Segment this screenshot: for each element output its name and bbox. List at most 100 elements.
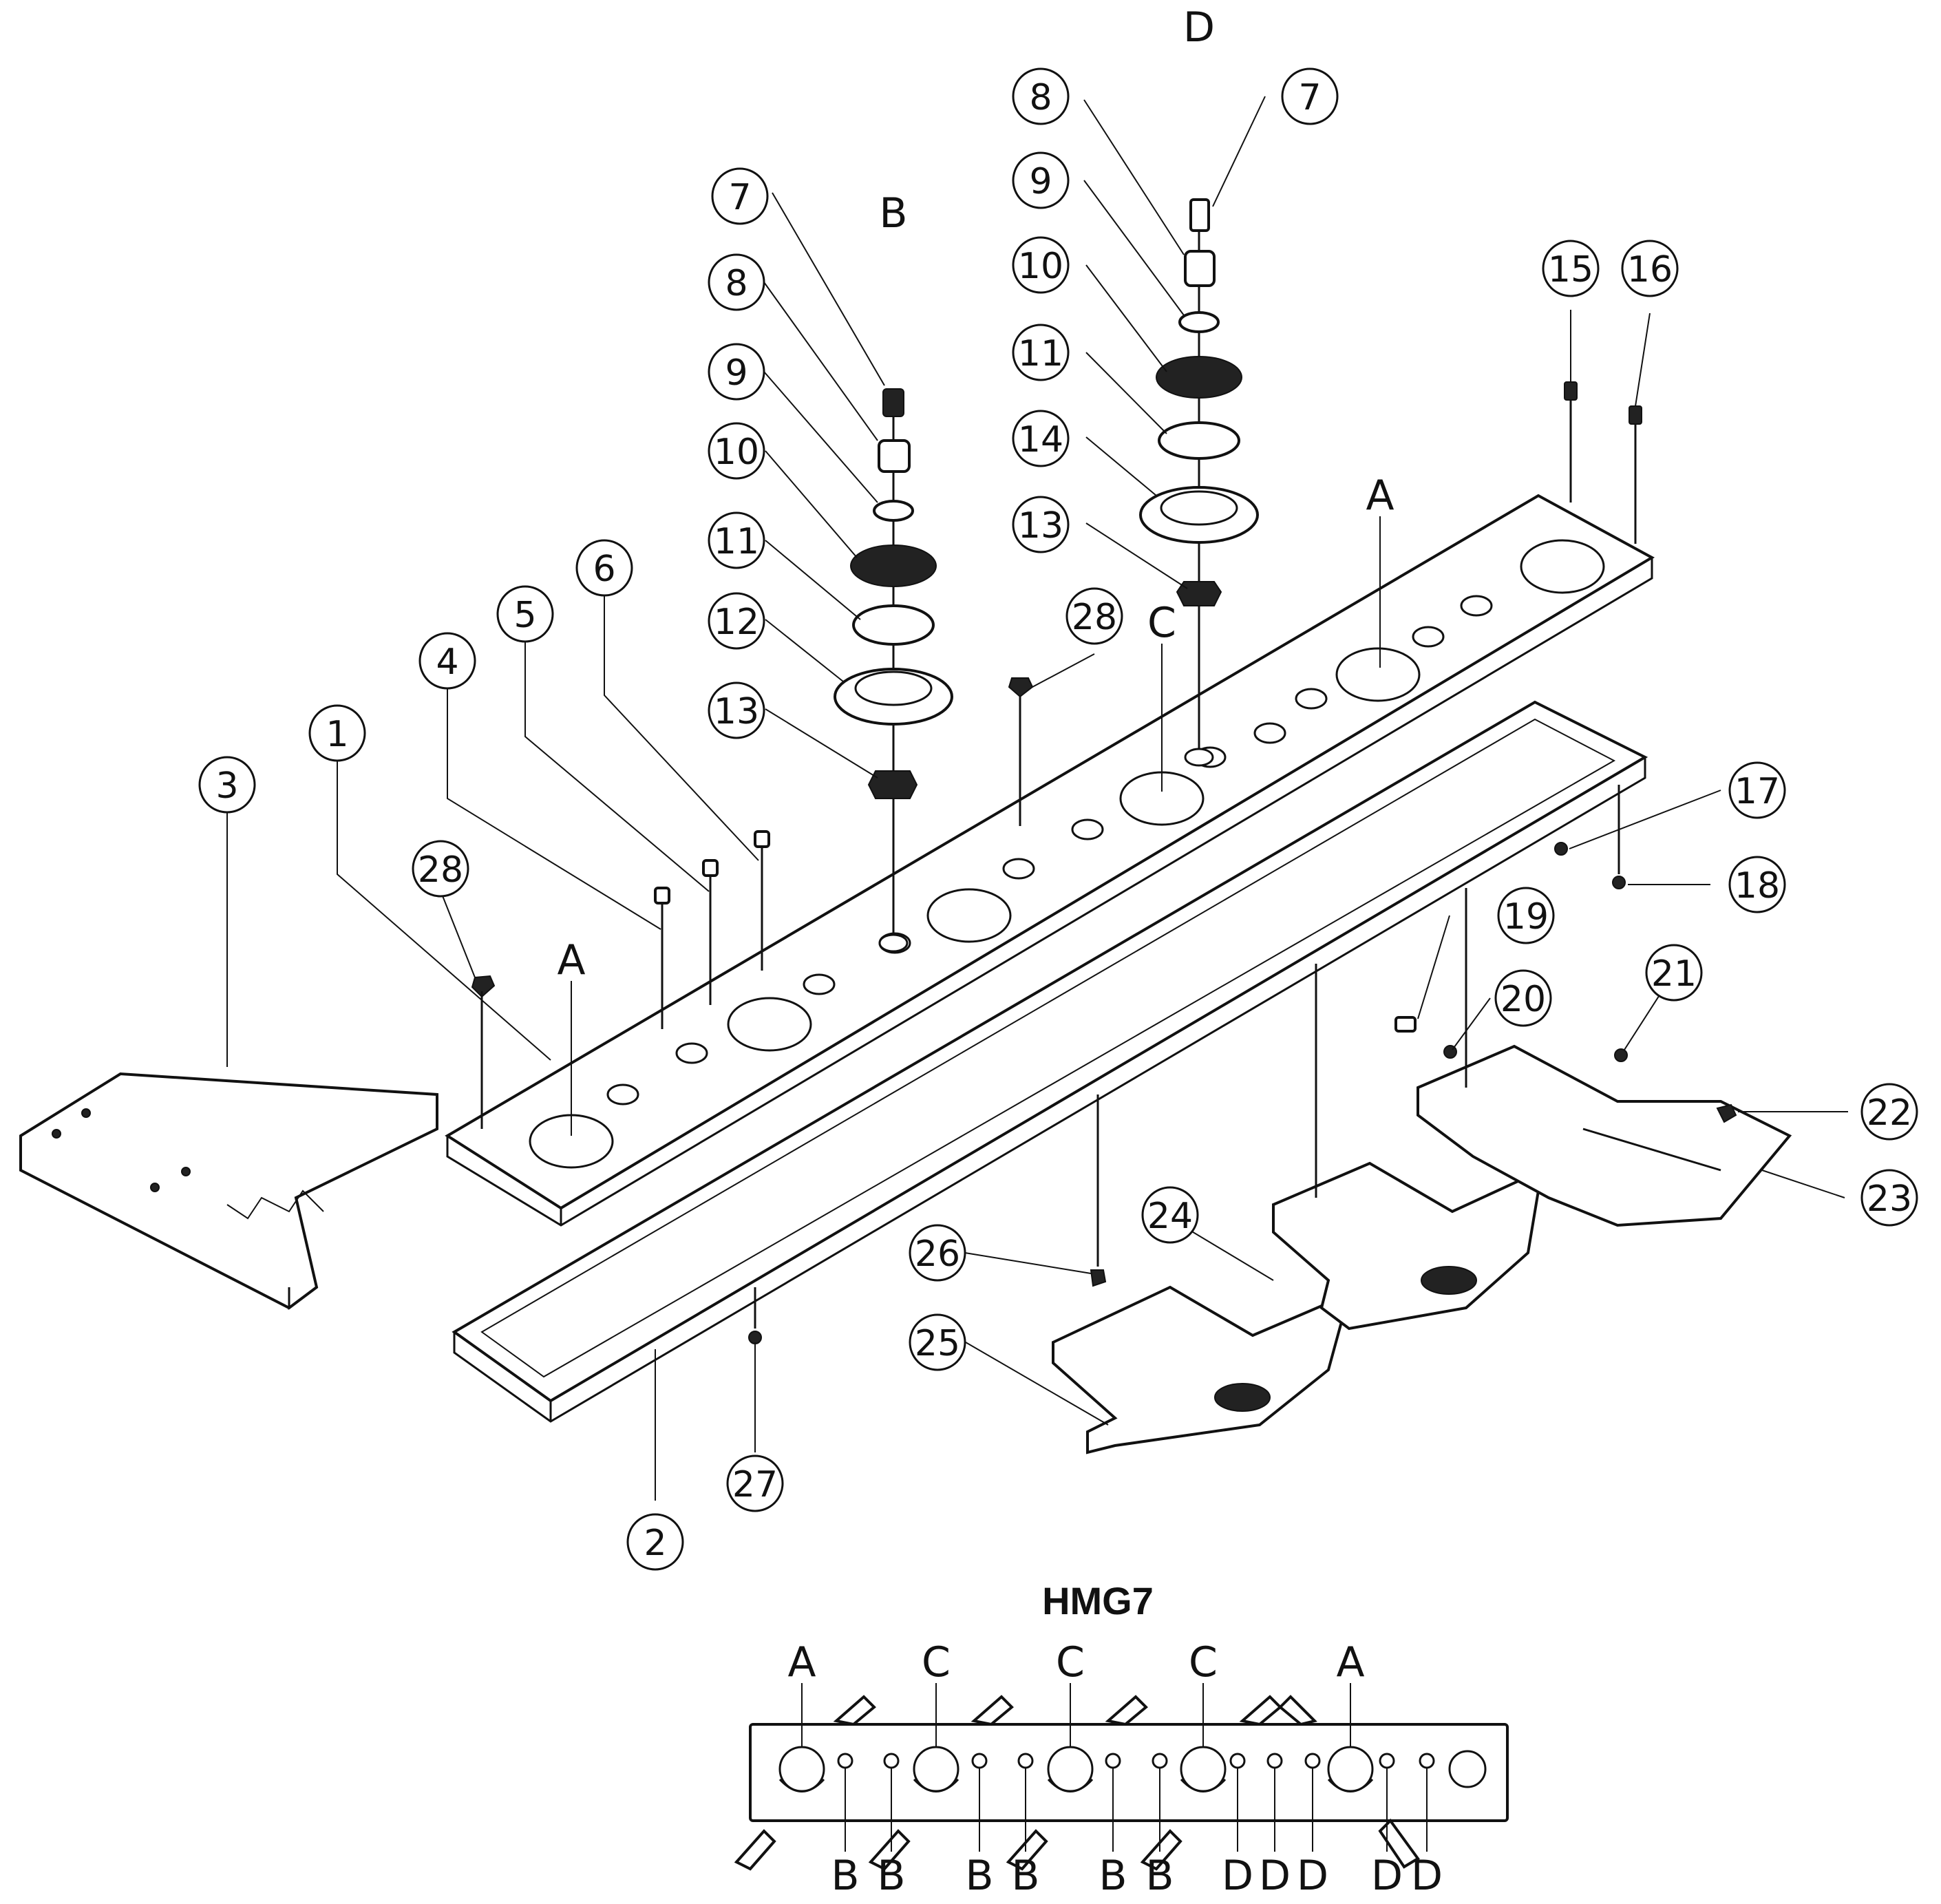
- letter-b: B: [879, 189, 907, 237]
- layout-top-label: A: [787, 1638, 816, 1686]
- part-2-frame: [452, 700, 1648, 1423]
- callout-circle-c7a: [711, 167, 769, 225]
- callout-label-c23: 23: [1867, 1178, 1912, 1220]
- callout-label-c13b: 13: [1018, 505, 1063, 547]
- callout-label-c27: 27: [732, 1464, 778, 1505]
- layout-circle-arc: [1327, 1778, 1374, 1792]
- callout-label-c8a: 8: [725, 263, 747, 304]
- callout-circle-c11b: [1012, 324, 1070, 381]
- letter-a-left: A: [557, 936, 585, 984]
- layout-small-circle: [837, 1753, 853, 1769]
- callout-label-c13a: 13: [714, 691, 759, 732]
- part-23-guard: [1417, 1044, 1792, 1227]
- layout-small-circle: [1379, 1753, 1395, 1769]
- callout-circle-c13b: [1012, 496, 1070, 553]
- callout-label-c22: 22: [1867, 1092, 1912, 1134]
- callout-label-c2: 2: [644, 1523, 666, 1564]
- callout-label-c6: 6: [593, 549, 615, 590]
- callout-circle-c5: [496, 585, 554, 643]
- layout-small-circle: [971, 1753, 988, 1769]
- callout-label-c7a: 7: [728, 177, 751, 218]
- leader-lines: [226, 96, 1848, 1501]
- callout-circle-c13a: [708, 681, 765, 739]
- callout-circle-c9a: [708, 343, 765, 401]
- small-holes: [606, 595, 1493, 1106]
- callout-circle-c10a: [708, 422, 765, 480]
- layout-slanted-bars: [734, 1695, 1420, 1871]
- callout-label-c1: 1: [326, 714, 348, 755]
- callout-label-c5: 5: [513, 595, 536, 636]
- callout-label-c20: 20: [1500, 979, 1546, 1020]
- callout-circle-c23: [1860, 1169, 1918, 1227]
- layout-bottom-label: B: [965, 1852, 993, 1900]
- letter-c: C: [1147, 599, 1176, 647]
- letter-a-right: A: [1366, 472, 1394, 520]
- part-1-main-plate: [445, 494, 1655, 1227]
- callout-label-c9a: 9: [725, 352, 747, 394]
- layout-bottom-label: D: [1259, 1852, 1291, 1900]
- layout-end-hole: [1448, 1750, 1487, 1788]
- callout-label-c26: 26: [915, 1234, 960, 1275]
- callout-circle-c8b: [1012, 67, 1070, 125]
- layout-top-label: C: [922, 1638, 951, 1686]
- callout-label-c15: 15: [1548, 249, 1593, 290]
- callout-circle-c10b: [1012, 236, 1070, 294]
- callout-label-c17: 17: [1735, 771, 1780, 812]
- layout-circle-arc: [1047, 1778, 1094, 1792]
- large-holes: [529, 539, 1605, 1169]
- layout-circle-arc: [778, 1778, 825, 1792]
- callout-label-c16: 16: [1627, 249, 1673, 290]
- callout-label-c28a: 28: [418, 849, 463, 891]
- callout-label-c9b: 9: [1029, 161, 1052, 202]
- callout-label-c11a: 11: [714, 521, 759, 562]
- callout-circle-c1: [308, 704, 366, 762]
- layout-top-label: C: [1189, 1638, 1218, 1686]
- layout-small-circle: [1229, 1753, 1246, 1769]
- diagram-title: HMG7: [1042, 1579, 1154, 1622]
- layout-bottom-label: D: [1297, 1852, 1328, 1900]
- callout-label-c24: 24: [1147, 1196, 1193, 1237]
- callout-circle-c16: [1621, 240, 1679, 297]
- callout-circle-c9b: [1012, 151, 1070, 209]
- callout-circle-c8a: [708, 253, 765, 311]
- layout-bottom-label: D: [1222, 1852, 1253, 1900]
- callout-circle-c26: [909, 1224, 966, 1282]
- layout-bottom-label: B: [877, 1852, 905, 1900]
- callout-circle-c21: [1645, 944, 1703, 1002]
- callout-circle-c19: [1497, 887, 1555, 944]
- assembly-letter-labels: B D A A C: [557, 3, 1394, 1136]
- callout-circle-c22: [1860, 1083, 1918, 1141]
- callout-label-c10b: 10: [1018, 246, 1063, 287]
- callout-circle-c20: [1494, 969, 1552, 1027]
- callout-label-c4: 4: [436, 642, 458, 683]
- callout-circle-c24: [1141, 1186, 1199, 1244]
- callout-circle-c17: [1728, 761, 1786, 819]
- callout-label-c10a: 10: [714, 432, 759, 473]
- layout-small-circle: [1017, 1753, 1034, 1769]
- callout-label-c11b: 11: [1018, 333, 1063, 374]
- callout-label-c3: 3: [215, 765, 238, 807]
- callout-label-c8b: 8: [1029, 77, 1052, 118]
- callout-circle-c4: [418, 632, 476, 690]
- layout-bottom-label: B: [1011, 1852, 1039, 1900]
- callout-circle-c11a: [708, 511, 765, 569]
- layout-circle-arc: [913, 1778, 959, 1792]
- layout-bottom-label: D: [1371, 1852, 1403, 1900]
- callout-circle-c25: [909, 1313, 966, 1371]
- layout-bottom-label: B: [831, 1852, 859, 1900]
- layout-bottom-label: B: [1145, 1852, 1174, 1900]
- layout-small-circle: [883, 1753, 900, 1769]
- callout-circle-c12: [708, 592, 765, 650]
- callout-label-c7b: 7: [1298, 77, 1321, 118]
- part-25-deflector: [1052, 1285, 1352, 1455]
- layout-small-circle: [1419, 1753, 1435, 1769]
- layout-top-label: A: [1336, 1638, 1364, 1686]
- layout-bottom-label: D: [1411, 1852, 1443, 1900]
- callout-circle-c14: [1012, 410, 1070, 467]
- part-24-deflector: [1272, 1161, 1544, 1331]
- layout-circle-arc: [1180, 1778, 1227, 1792]
- callout-label-c19: 19: [1503, 896, 1549, 938]
